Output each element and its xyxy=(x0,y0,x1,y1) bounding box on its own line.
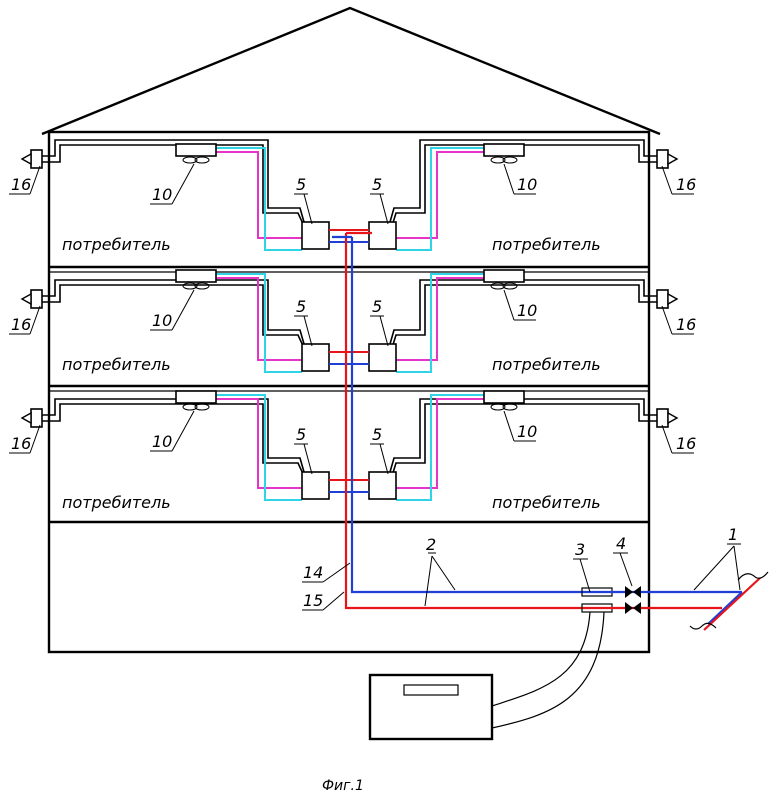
callout-5: 5 xyxy=(296,297,306,316)
callout-5-leader xyxy=(380,194,388,224)
magenta-line-left xyxy=(216,278,302,360)
flex-hoses xyxy=(492,612,604,728)
outdoor-unit-fan xyxy=(22,154,31,164)
break-line-icon xyxy=(738,572,768,580)
ground-unit xyxy=(370,675,492,739)
cyan-line-right xyxy=(396,395,484,500)
callout-10: 10 xyxy=(517,422,537,441)
callout-10-leader xyxy=(504,411,514,441)
callout-16-leader xyxy=(30,306,40,334)
callout-5: 5 xyxy=(296,425,306,444)
callout-16: 16 xyxy=(11,434,31,453)
unit-box xyxy=(369,344,396,371)
unit-box xyxy=(369,472,396,499)
outdoor-unit-icon xyxy=(657,150,668,168)
outdoor-unit-icon xyxy=(657,290,668,308)
unit-box xyxy=(302,344,329,371)
indoor-unit xyxy=(176,144,216,156)
indoor-unit xyxy=(176,391,216,403)
floor-label-left: потребитель xyxy=(62,493,171,512)
callout-10: 10 xyxy=(517,301,537,320)
cyan-line-right xyxy=(396,274,484,372)
source-red-diag xyxy=(704,578,760,630)
magenta-line-right xyxy=(396,152,484,238)
callout-1: 1 xyxy=(728,525,738,544)
callout-16: 16 xyxy=(676,434,696,453)
callout-16: 16 xyxy=(11,175,31,194)
callout-5: 5 xyxy=(372,175,382,194)
lower-callouts: 2 3 4 1 14 15 xyxy=(302,525,741,610)
outdoor-unit-icon xyxy=(657,409,668,427)
figure-caption: Фиг.1 xyxy=(322,778,364,794)
callout-14: 14 xyxy=(303,563,323,582)
callout-16: 16 xyxy=(11,315,31,334)
indoor-unit xyxy=(484,391,524,403)
callout-16-leader xyxy=(662,306,672,334)
magenta-line-right xyxy=(396,278,484,360)
valve-icon xyxy=(625,602,641,614)
callout-16-leader xyxy=(662,166,672,194)
floor-label-left: потребитель xyxy=(62,355,171,374)
floor-label-right: потребитель xyxy=(492,355,601,374)
callout-5-leader xyxy=(304,194,312,224)
outdoor-unit-icon xyxy=(31,150,42,168)
callout-5-leader xyxy=(380,444,388,474)
outdoor-unit-fan xyxy=(668,413,677,423)
building-outline xyxy=(49,132,649,652)
callout-10-leader xyxy=(504,290,514,320)
callout-16: 16 xyxy=(676,175,696,194)
unit-box xyxy=(369,222,396,249)
callout-10-leader xyxy=(172,411,194,451)
valve-icon xyxy=(625,586,641,598)
heat-source-pipes xyxy=(690,572,768,630)
indoor-unit xyxy=(176,270,216,282)
floor-label-right: потребитель xyxy=(492,493,601,512)
unit-box xyxy=(302,472,329,499)
floor-label-right: потребитель xyxy=(492,235,601,254)
magenta-line-left xyxy=(216,399,302,488)
outdoor-unit-icon xyxy=(31,409,42,427)
callout-4: 4 xyxy=(616,534,626,553)
callout-10-leader xyxy=(172,290,194,330)
magenta-line-right xyxy=(396,399,484,488)
callout-5-leader xyxy=(380,316,388,346)
indoor-unit xyxy=(484,270,524,282)
callout-10: 10 xyxy=(152,432,172,451)
callout-10-leader xyxy=(172,164,194,204)
callout-10: 10 xyxy=(152,185,172,204)
indoor-unit xyxy=(484,144,524,156)
external-pipes xyxy=(583,592,742,608)
magenta-line-left xyxy=(216,152,302,238)
supply-riser xyxy=(346,233,583,608)
callout-5: 5 xyxy=(296,175,306,194)
outdoor-unit-fan xyxy=(22,294,31,304)
unit-box xyxy=(302,222,329,249)
callout-5: 5 xyxy=(372,425,382,444)
break-line-icon xyxy=(690,623,716,629)
callout-15: 15 xyxy=(303,591,323,610)
callout-10-leader xyxy=(504,164,514,194)
callout-2: 2 xyxy=(426,535,436,554)
roof xyxy=(42,8,660,134)
outdoor-unit-fan xyxy=(22,413,31,423)
callout-16-leader xyxy=(30,425,40,453)
callout-5-leader xyxy=(304,444,312,474)
callout-16: 16 xyxy=(676,315,696,334)
callout-16-leader xyxy=(662,425,672,453)
return-riser xyxy=(352,237,583,592)
callout-10: 10 xyxy=(517,175,537,194)
callout-5: 5 xyxy=(372,297,382,316)
callout-5-leader xyxy=(304,316,312,346)
outdoor-unit-fan xyxy=(668,294,677,304)
risers xyxy=(332,233,583,608)
outdoor-unit-fan xyxy=(668,154,677,164)
floor-1: потребитель потребитель 5 5 10 10 16 16 xyxy=(9,140,696,254)
floor-label-left: потребитель xyxy=(62,235,171,254)
cyan-line-right xyxy=(396,148,484,250)
callout-3: 3 xyxy=(575,540,585,559)
callout-16-leader xyxy=(30,166,40,194)
outdoor-unit-icon xyxy=(31,290,42,308)
callout-10: 10 xyxy=(152,311,172,330)
